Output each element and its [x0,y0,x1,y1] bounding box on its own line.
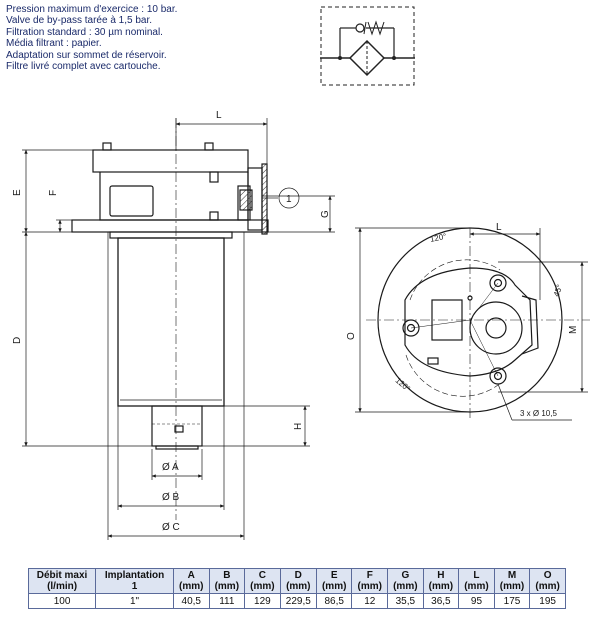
label-F: F [48,190,59,196]
top-view [366,227,590,420]
label-angle-120-bottom: 120° [394,376,412,394]
cell-B: 111 [208,593,246,609]
label-holes: 3 x Ø 10,5 [520,409,557,418]
header-B: B(mm) [208,568,246,594]
header-C: C(mm) [244,568,281,594]
spec-delivery: Filtre livré complet avec cartouche. [6,61,161,73]
cell-L: 95 [458,593,495,609]
cell-D: 229,5 [279,593,317,609]
label-L: L [216,110,222,121]
label-dia-C: Ø C [162,522,180,533]
label-M: M [568,326,579,334]
hydraulic-symbol-icon [320,6,415,86]
spec-pressure: Pression maximum d'exercice : 10 bar. [6,4,178,15]
header-H: H(mm) [422,568,460,594]
cell-E: 86,5 [315,593,353,609]
cell-A: 40,5 [172,593,210,609]
specification-list: Pression maximum d'exercice : 10 bar. Va… [6,4,177,72]
label-E: E [12,189,23,196]
label-O: O [346,332,357,340]
side-view [71,118,269,520]
spec-mounting: Adaptation sur sommet de réservoir. [6,49,167,61]
spec-filtration: Filtration standard : 30 µm nominal. [6,26,163,38]
label-callout-1: 1 [286,194,292,205]
cell-G: 35,5 [387,593,424,609]
spec-media: Média filtrant : papier. [6,38,102,50]
header-A: A(mm) [172,568,210,594]
table-row: 100 1" 40,5 111 129 229,5 86,5 12 35,5 3… [27,593,566,609]
side-dimensions [22,118,335,540]
top-dimensions [355,227,588,421]
side-dimension-labels: L E F D G H Ø A Ø B Ø C 1 [12,110,331,533]
cell-implantation: 1" [95,593,174,609]
cell-C: 129 [244,593,281,609]
cell-O: 195 [529,593,566,609]
header-O: O(mm) [529,568,566,594]
label-angle-120-top: 120° [429,232,447,244]
header-debit: Débit maxi(l/min) [27,568,97,594]
header-G: G(mm) [387,568,424,594]
label-dia-A: Ø A [162,462,179,473]
filter-technical-drawing: L E F D G H Ø A Ø B Ø C 1 [12,110,590,540]
label-dia-B: Ø B [162,492,180,503]
label-angle-45: 45° [552,283,565,297]
cell-F: 12 [351,593,389,609]
header-D: D(mm) [279,568,317,594]
header-E: E(mm) [315,568,353,594]
cell-debit: 100 [27,593,97,609]
cell-M: 175 [493,593,531,609]
label-H: H [293,423,304,430]
label-top-L: L [496,222,502,233]
cell-H: 36,5 [422,593,460,609]
label-G: G [320,210,331,218]
header-F: F(mm) [351,568,389,594]
spec-bypass: Valve de by-pass tarée à 1,5 bar. [6,15,153,27]
header-L: L(mm) [458,568,495,594]
label-D: D [12,337,23,344]
header-M: M(mm) [493,568,531,594]
